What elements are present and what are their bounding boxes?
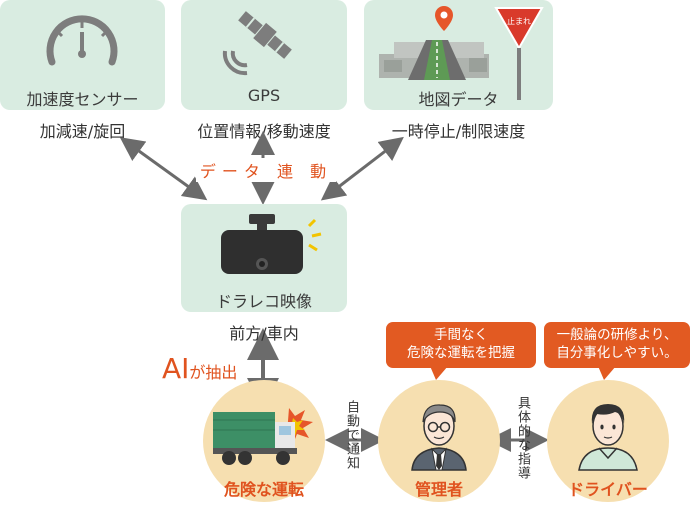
stop-sign-icon	[494, 7, 544, 100]
manager-bubble-line1: 手間なく	[434, 327, 488, 343]
source-title: 加速度センサー	[26, 90, 139, 109]
danger-node: 危険な運転	[203, 380, 325, 502]
source-card-map: 止まれ 地図データ	[364, 0, 553, 110]
source-title: GPS	[247, 86, 281, 105]
map-road-icon	[379, 6, 489, 80]
driver-node: ドライバー	[547, 380, 669, 502]
satellite-icon	[222, 11, 292, 76]
source-subtitle: 加減速/旋回	[39, 122, 126, 141]
source-card-gps: GPS	[181, 0, 347, 110]
driver-bubble-line2: 自分事化しやすい。	[556, 345, 678, 361]
dashcam-card: ドラレコ映像	[181, 204, 347, 312]
source-card-accelerometer: 加速度センサー	[0, 0, 165, 110]
extract-text: が抽出	[189, 363, 238, 382]
dashcam-icon	[221, 214, 322, 274]
data-link-label: データ 連 動	[196, 158, 336, 182]
dashcam-subtitle: 前方/車内	[229, 324, 299, 343]
manager-icon	[411, 404, 467, 471]
truck-crash-icon	[213, 408, 313, 465]
ai-text: AI	[162, 352, 190, 385]
manager-label: 管理者	[414, 480, 463, 499]
driver-bubble-line1: 一般論の研修より、	[556, 327, 678, 343]
auto-notify-label: 自動で通知	[344, 400, 359, 470]
manager-node: 管理者	[378, 380, 500, 502]
ai-extract-label: AIが抽出	[162, 352, 237, 385]
manager-bubble-tail	[430, 366, 448, 380]
driver-icon	[578, 404, 638, 471]
danger-label: 危険な運転	[223, 480, 304, 499]
speedometer-icon	[46, 15, 118, 66]
driver-bubble-tail	[598, 366, 616, 380]
stop-sign-text: 止まれ	[507, 17, 531, 26]
arrow-accel-to-dashcam	[119, 137, 208, 201]
manager-bubble-line2: 危険な運転を把握	[407, 345, 515, 361]
source-title: 地図データ	[418, 90, 499, 109]
driver-bubble: 一般論の研修より、 自分事化しやすい。	[544, 322, 690, 368]
arrow-map-to-dashcam	[320, 136, 404, 201]
source-subtitle: 一時停止/制限速度	[391, 122, 526, 141]
manager-bubble: 手間なく 危険な運転を把握	[386, 322, 536, 368]
specific-guidance-label: 具体的な指導	[515, 396, 530, 480]
driver-label: ドライバー	[568, 480, 648, 499]
dashcam-title: ドラレコ映像	[215, 292, 312, 311]
